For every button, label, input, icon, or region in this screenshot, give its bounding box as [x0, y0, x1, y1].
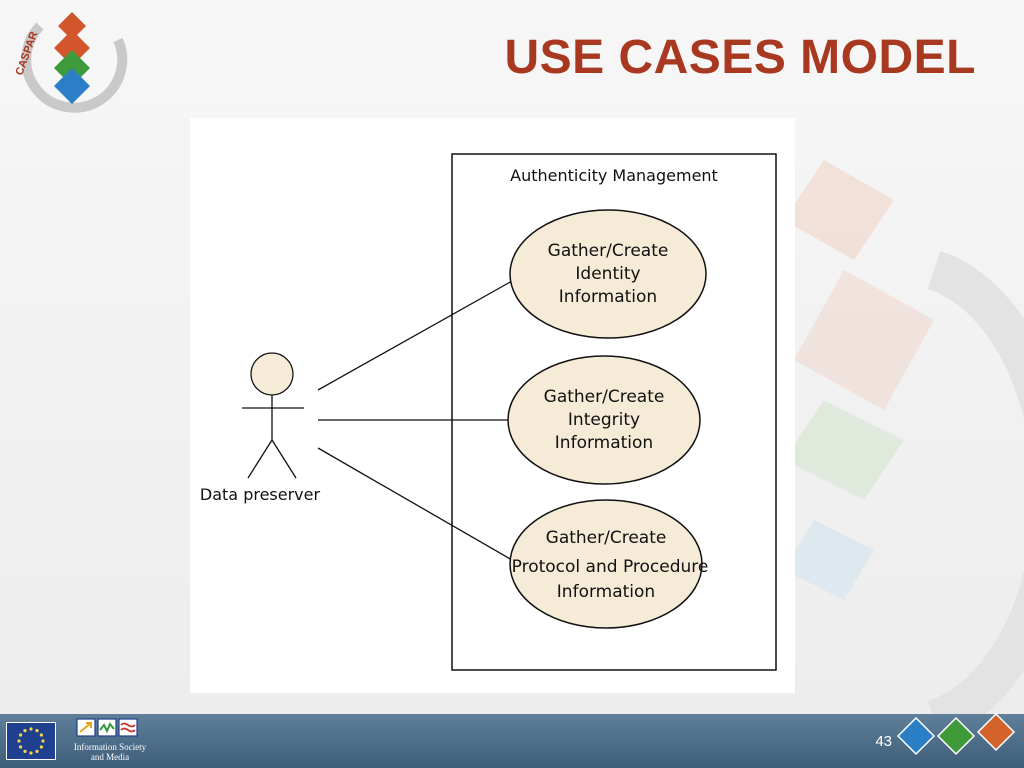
actor-label: Data preserver — [200, 485, 321, 504]
footer-bar: Information Society and Media 43 — [0, 712, 1024, 768]
use-case-identity — [509, 209, 707, 339]
use-case-identity-line-1: Gather/Create — [548, 241, 669, 261]
use-case-diagram: Authenticity Management Data preserver G… — [190, 118, 795, 693]
ism-label-line-2: and Media — [90, 752, 130, 762]
use-case-protocol-line-2: Protocol and Procedure — [512, 557, 709, 577]
caspar-logo: CASPAR — [14, 12, 128, 113]
ism-icons — [76, 718, 138, 737]
eu-flag-icon — [6, 722, 56, 760]
use-case-integrity-line-1: Gather/Create — [544, 387, 665, 407]
page-number: 43 — [875, 733, 892, 750]
slide-title: USE CASES MODEL — [504, 31, 976, 84]
use-case-identity-line-3: Information — [559, 287, 657, 307]
use-case-integrity — [507, 355, 701, 485]
use-case-protocol-line-1: Gather/Create — [546, 528, 667, 548]
use-case-integrity-line-3: Information — [555, 433, 653, 453]
ism-label-line-1: Information Society — [73, 742, 147, 752]
association-line-protocol — [317, 447, 513, 561]
footer-diamonds-decoration — [896, 712, 1016, 756]
use-case-integrity-line-2: Integrity — [568, 410, 640, 430]
use-case-protocol-line-3: Information — [557, 582, 655, 602]
background-decoration — [784, 160, 1024, 720]
association-line-identity — [317, 280, 513, 391]
system-boundary — [451, 153, 777, 671]
system-boundary-label: Authenticity Management — [510, 166, 718, 185]
use-case-protocol — [509, 499, 703, 629]
ism-label: Information Society and Media — [64, 742, 156, 762]
information-society-logo: Information Society and Media — [64, 718, 156, 764]
use-case-identity-line-2: Identity — [575, 264, 640, 284]
actor-figure — [242, 352, 304, 479]
logo-text: CASPAR — [14, 30, 41, 77]
